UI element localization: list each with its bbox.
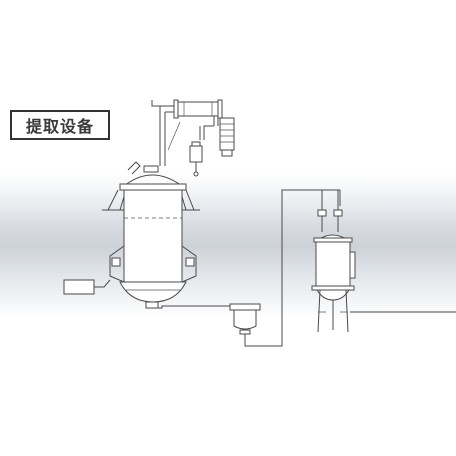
control-box — [63, 279, 111, 295]
extraction-tank — [102, 161, 200, 309]
page-title: 提取设备 — [10, 110, 110, 140]
condenser-assembly — [151, 99, 235, 177]
filter-tank — [229, 189, 340, 347]
concentrator-vessel — [311, 190, 456, 333]
transfer-pipe — [152, 304, 233, 309]
